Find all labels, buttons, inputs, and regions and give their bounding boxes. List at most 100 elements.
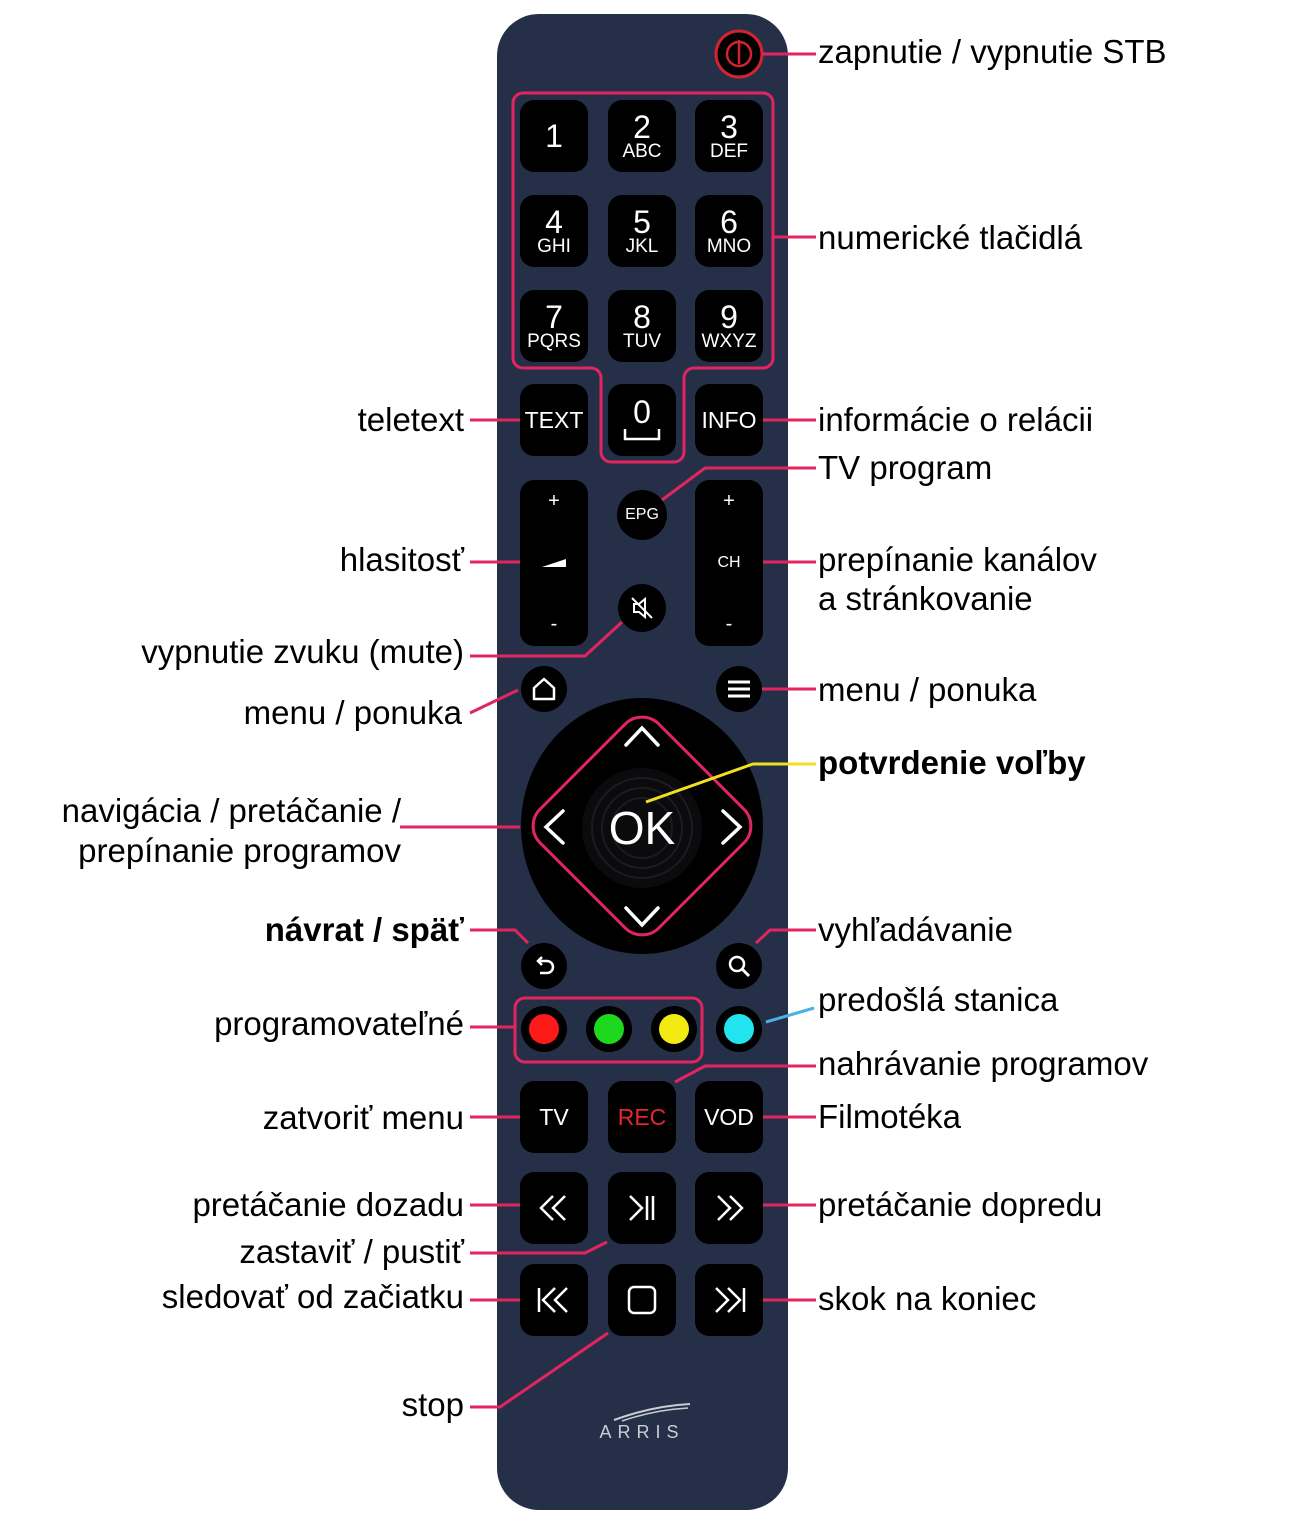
brand-logo: ARRIS	[599, 1422, 685, 1442]
green-key[interactable]	[586, 1006, 632, 1052]
label-mute: vypnutie zvuku (mute)	[141, 633, 464, 670]
key-digit: 9	[720, 298, 738, 335]
yellow-key-dot	[659, 1014, 689, 1044]
key-letters: DEF	[710, 140, 748, 162]
info-button[interactable]: INFO	[695, 384, 763, 456]
forward-icon	[717, 1195, 744, 1221]
stop-icon	[627, 1285, 657, 1315]
channel-minus[interactable]: -	[725, 613, 733, 635]
epg-button[interactable]: EPG	[617, 490, 667, 540]
label-record: nahrávanie programov	[818, 1045, 1149, 1082]
key-letters: TUV	[623, 330, 661, 352]
key-digit: 3	[720, 108, 738, 145]
skip-start-button[interactable]	[520, 1264, 588, 1336]
label-stop: stop	[401, 1386, 464, 1423]
search-icon	[728, 955, 751, 978]
volume-icon	[542, 559, 566, 567]
up-arrow-icon[interactable]	[624, 725, 660, 747]
label-teletext: teletext	[357, 401, 464, 438]
skip-start-icon	[537, 1287, 568, 1313]
volume-minus[interactable]: -	[550, 613, 558, 635]
key-digit: 1	[545, 118, 563, 154]
rewind-icon	[539, 1195, 566, 1221]
dpad-outline	[531, 715, 753, 937]
label-restart: sledovať od začiatku	[161, 1278, 464, 1315]
skip-end-button[interactable]	[695, 1264, 763, 1336]
label-skip-end: skok na koniec	[818, 1280, 1037, 1317]
key-digit: 5	[633, 203, 651, 240]
key-digit: 8	[633, 298, 651, 335]
label-ok: potvrdenie voľby	[818, 744, 1086, 781]
channel-label: CH	[717, 554, 741, 571]
numeric-group-outline	[511, 91, 775, 464]
label-search: vyhľadávanie	[818, 911, 1013, 948]
left-arrow-icon[interactable]	[543, 809, 565, 845]
menu-icon	[728, 680, 750, 698]
label-programmable: programovateľné	[214, 1005, 464, 1042]
volume-rocker[interactable]: + -	[520, 480, 588, 646]
rec-button[interactable]: REC	[608, 1081, 676, 1153]
red-key[interactable]	[521, 1006, 567, 1052]
channel-plus[interactable]: +	[723, 490, 735, 512]
key-letters: ABC	[622, 140, 662, 162]
label-channels-line2: a stránkovanie	[818, 580, 1033, 617]
key-letters: MNO	[706, 235, 752, 257]
label-nav-line2: prepínanie programov	[78, 832, 401, 869]
vod-button[interactable]: VOD	[695, 1081, 763, 1153]
key-digit: 6	[720, 203, 738, 240]
cyan-key-dot	[724, 1014, 754, 1044]
key-1[interactable]: 1	[520, 100, 588, 172]
text-button-label: TEXT	[524, 406, 584, 433]
key-letters: WXYZ	[701, 330, 757, 352]
space-icon	[623, 429, 661, 441]
key-letters: GHI	[537, 235, 571, 257]
mute-button[interactable]	[618, 584, 666, 632]
down-arrow-icon[interactable]	[624, 906, 660, 928]
text-button[interactable]: TEXT	[520, 384, 588, 456]
epg-button-label: EPG	[625, 506, 659, 523]
label-previous-station: predošlá stanica	[818, 981, 1059, 1018]
brand-swoosh-icon	[613, 1403, 691, 1422]
label-epg: TV program	[818, 449, 993, 486]
label-play-pause: zastaviť / pustiť	[239, 1233, 464, 1270]
label-menu: menu / ponuka	[818, 671, 1037, 708]
key-digit: 4	[545, 203, 563, 240]
right-arrow-icon[interactable]	[721, 809, 743, 845]
label-home: menu / ponuka	[243, 694, 462, 731]
label-rewind: pretáčanie dozadu	[192, 1186, 464, 1223]
forward-button[interactable]	[695, 1172, 763, 1244]
play-pause-button[interactable]	[608, 1172, 676, 1244]
label-back: návrat / späť	[264, 911, 464, 948]
skip-end-icon	[715, 1287, 746, 1313]
color-keys-outline	[513, 996, 704, 1064]
label-numeric: numerické tlačidlá	[818, 219, 1083, 256]
mute-icon	[631, 596, 653, 620]
menu-button[interactable]	[716, 666, 762, 712]
cyan-key[interactable]	[716, 1006, 762, 1052]
yellow-key[interactable]	[651, 1006, 697, 1052]
tv-button[interactable]: TV	[520, 1081, 588, 1153]
ok-button[interactable]	[582, 768, 702, 888]
channel-rocker[interactable]: + CH -	[695, 480, 763, 646]
tv-button-label: TV	[539, 1103, 569, 1130]
key-letters: JKL	[625, 235, 659, 257]
key-0[interactable]: 0	[608, 384, 676, 456]
back-icon	[536, 956, 555, 975]
home-button[interactable]	[521, 666, 567, 712]
volume-plus[interactable]: +	[548, 490, 560, 512]
back-button[interactable]	[521, 943, 567, 989]
rewind-button[interactable]	[520, 1172, 588, 1244]
info-button-label: INFO	[701, 406, 757, 433]
stop-button[interactable]	[608, 1264, 676, 1336]
label-forward: pretáčanie dopredu	[818, 1186, 1103, 1223]
search-button[interactable]	[716, 943, 762, 989]
